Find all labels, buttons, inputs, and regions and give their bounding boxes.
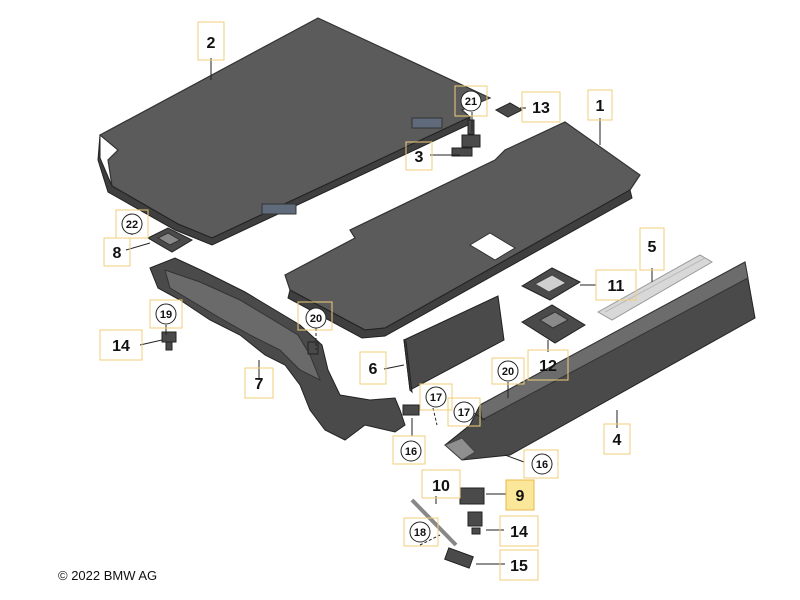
callout-2[interactable]: 2 xyxy=(197,21,225,61)
part-7-support-rail[interactable] xyxy=(149,257,406,441)
copyright-notice: © 2022 BMW AG xyxy=(58,568,158,583)
callout-17-upper-text: 17 xyxy=(430,392,442,404)
part-3-clip[interactable] xyxy=(451,119,481,157)
callout-12[interactable]: 12 xyxy=(527,349,569,381)
callout-8[interactable]: 8 xyxy=(103,237,131,267)
part-12-trim[interactable] xyxy=(521,304,586,344)
callout-19-text: 19 xyxy=(160,309,172,321)
part-14-clip-upper[interactable] xyxy=(161,331,177,351)
callout-20-right-text: 20 xyxy=(502,366,514,378)
callout-17-upper[interactable]: 17 xyxy=(419,383,453,411)
part-16-clip[interactable] xyxy=(402,404,420,416)
callout-18-text: 18 xyxy=(414,527,426,539)
callout-22-text: 22 xyxy=(126,219,138,231)
callout-15[interactable]: 15 xyxy=(499,549,539,581)
callout-14-upper[interactable]: 14 xyxy=(99,329,143,361)
callout-11-text: 11 xyxy=(608,278,625,295)
part-20-clip[interactable] xyxy=(307,341,319,355)
callout-22[interactable]: 22 xyxy=(115,209,149,239)
callout-6-text: 6 xyxy=(369,361,378,378)
callout-8-text: 8 xyxy=(113,245,122,262)
callout-13[interactable]: 13 xyxy=(521,91,561,123)
callout-3[interactable]: 3 xyxy=(405,141,433,171)
callout-14-lower-text: 14 xyxy=(510,524,528,541)
callout-9-highlighted[interactable]: 9 xyxy=(505,479,535,511)
callout-9-text: 9 xyxy=(516,488,525,505)
callout-2-text: 2 xyxy=(207,35,216,52)
callout-16-left-text: 16 xyxy=(405,446,417,458)
part-8-bracket-inner xyxy=(156,232,182,246)
callout-11[interactable]: 11 xyxy=(595,269,637,301)
part-15-clip[interactable] xyxy=(444,547,474,569)
callout-17-lower-text: 17 xyxy=(458,407,470,419)
callout-21[interactable]: 21 xyxy=(454,85,488,117)
callout-13-text: 13 xyxy=(532,100,550,117)
callout-21-text: 21 xyxy=(465,96,477,108)
part-9-clip[interactable] xyxy=(459,487,485,505)
callout-19[interactable]: 19 xyxy=(149,299,183,329)
callout-6[interactable]: 6 xyxy=(359,351,387,385)
callout-16-right-text: 16 xyxy=(536,459,548,471)
callout-16-left[interactable]: 16 xyxy=(392,435,426,465)
callout-7[interactable]: 7 xyxy=(244,367,274,399)
callout-7-text: 7 xyxy=(255,376,264,393)
part-11-trim[interactable] xyxy=(520,267,582,301)
callout-20-right[interactable]: 20 xyxy=(491,357,525,385)
callout-3-text: 3 xyxy=(415,149,424,166)
callout-14-lower[interactable]: 14 xyxy=(499,515,539,547)
part-6-cover[interactable] xyxy=(403,295,505,394)
part-5-sill-strip[interactable] xyxy=(596,254,713,321)
callout-16-right[interactable]: 16 xyxy=(523,449,559,479)
callout-20-left[interactable]: 20 xyxy=(297,301,333,331)
callout-5[interactable]: 5 xyxy=(639,227,665,271)
callout-12-text: 12 xyxy=(539,358,557,375)
callout-10[interactable]: 10 xyxy=(421,469,461,499)
callout-20-left-text: 20 xyxy=(310,313,322,325)
callout-15-text: 15 xyxy=(510,558,528,575)
callout-10-text: 10 xyxy=(432,478,450,495)
callout-14-upper-text: 14 xyxy=(112,338,130,355)
callout-17-lower[interactable]: 17 xyxy=(447,397,481,427)
callout-5-text: 5 xyxy=(648,239,657,256)
part-13-pad[interactable] xyxy=(494,102,524,118)
part-10-rod[interactable] xyxy=(410,498,458,547)
part-1-floor-panel[interactable] xyxy=(284,121,641,339)
callout-4[interactable]: 4 xyxy=(603,423,631,455)
callout-1[interactable]: 1 xyxy=(587,89,613,121)
callout-4-text: 4 xyxy=(613,432,622,449)
part-14-clip-lower[interactable] xyxy=(467,511,483,535)
callout-1-text: 1 xyxy=(596,98,605,115)
callout-18[interactable]: 18 xyxy=(403,517,439,547)
